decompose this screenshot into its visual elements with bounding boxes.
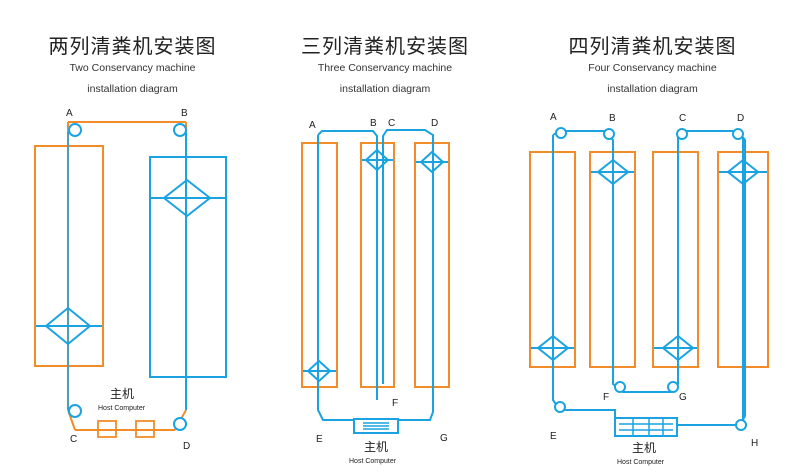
- host-label-en: Host Computer: [98, 405, 146, 412]
- panel-two-column: 两列清粪机安装图 Two Conservancy machine install…: [0, 0, 265, 473]
- pen-right: [149, 156, 227, 378]
- pulley-b: [603, 128, 615, 140]
- pen-a: [301, 142, 338, 388]
- panel-subtitle-line1: Two Conservancy machine: [69, 62, 196, 74]
- panel-subtitle-line2: installation diagram: [607, 83, 698, 95]
- scraper-b: [364, 148, 390, 172]
- scraper-right: [162, 178, 212, 218]
- scraper-d: [726, 158, 760, 186]
- panel-four-column: 四列清粪机安装图 Four Conservancy machine instal…: [505, 0, 800, 473]
- point-label-c: C: [388, 118, 395, 129]
- host-box-2: [135, 420, 155, 438]
- host-label-en: Host Computer: [349, 458, 397, 465]
- scraper-track: [67, 121, 187, 431]
- panel-subtitle: Four Conservancy machine installation di…: [505, 58, 800, 100]
- host-unit: [614, 417, 678, 437]
- scraper-track: [552, 130, 746, 426]
- scraper-a: [536, 334, 570, 362]
- point-label-a: A: [66, 108, 73, 119]
- point-label-f: F: [392, 398, 398, 409]
- pulley-h: [735, 419, 747, 431]
- scraper-a: [306, 359, 332, 383]
- panel-subtitle-line1: Three Conservancy machine: [317, 62, 453, 74]
- scraper-d: [419, 150, 445, 174]
- host-label-cn: 主机: [110, 387, 134, 401]
- panel-title: 三列清粪机安装图: [301, 34, 469, 58]
- panel-subtitle: Three Conservancy machine installation d…: [265, 58, 505, 100]
- host-label-cn: 主机: [364, 440, 388, 454]
- point-label-e: E: [316, 434, 323, 445]
- point-label-d: D: [737, 113, 744, 124]
- pulley-f: [614, 381, 626, 393]
- point-label-b: B: [181, 108, 188, 119]
- pulley-d: [732, 128, 744, 140]
- point-label-c: C: [70, 434, 77, 445]
- scraper-c: [661, 334, 695, 362]
- point-label-d: D: [183, 441, 190, 452]
- point-label-e: E: [550, 431, 557, 442]
- scraper-b: [596, 158, 630, 186]
- point-label-g: G: [440, 433, 448, 444]
- panel-subtitle-line1: Four Conservancy machine: [588, 62, 717, 74]
- pulley-d: [173, 417, 187, 431]
- panel-subtitle-line2: installation diagram: [87, 83, 178, 95]
- point-label-g: G: [679, 392, 687, 403]
- pulley-a: [555, 127, 567, 139]
- scraper-left: [44, 306, 92, 346]
- three-column-diagram: A B C D E F G 主机 Host Computer: [301, 118, 450, 465]
- pen-c: [652, 151, 699, 368]
- pulley-c: [68, 404, 82, 418]
- point-label-b: B: [609, 113, 616, 124]
- point-label-h: H: [751, 438, 758, 449]
- panel-subtitle: Two Conservancy machine installation dia…: [0, 58, 265, 100]
- pulley-c: [676, 128, 688, 140]
- point-label-b: B: [370, 118, 377, 129]
- pulley-b: [173, 123, 187, 137]
- four-column-diagram: A B C D E F G H 主机 Host Computer: [529, 112, 769, 466]
- panel-title: 两列清粪机安装图: [48, 34, 217, 58]
- point-label-d: D: [431, 118, 438, 129]
- panel-three-column: 三列清粪机安装图 Three Conservancy machine insta…: [265, 0, 505, 473]
- pulley-e: [554, 401, 566, 413]
- point-label-a: A: [309, 120, 316, 131]
- point-label-a: A: [550, 112, 557, 123]
- host-box-1: [97, 420, 117, 438]
- pulley-g: [667, 381, 679, 393]
- two-column-diagram: A B C D 主机 Host Computer: [34, 108, 227, 452]
- pulley-a: [68, 123, 82, 137]
- point-label-c: C: [679, 113, 686, 124]
- point-label-f: F: [603, 392, 609, 403]
- panel-subtitle-line2: installation diagram: [339, 83, 431, 95]
- host-label-cn: 主机: [632, 441, 656, 455]
- host-label-en: Host Computer: [617, 459, 665, 466]
- panel-title: 四列清粪机安装图: [568, 34, 737, 58]
